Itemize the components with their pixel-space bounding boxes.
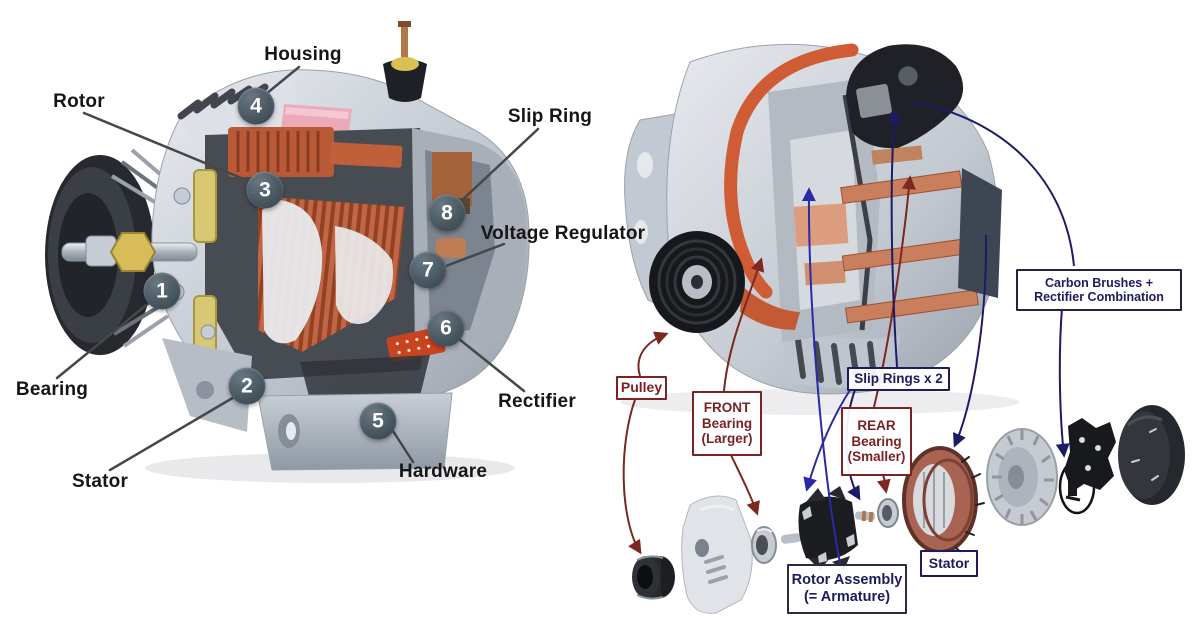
shaft-and-nut (61, 232, 198, 272)
mounting-bracket (162, 338, 453, 471)
maroon-arrows (622, 175, 916, 555)
rear-section (386, 128, 527, 363)
blue-arrows (801, 187, 853, 564)
number-badge-hardware: 5 (359, 402, 397, 440)
number-badge-voltage-regulator: 7 (409, 251, 447, 289)
exploded-front-bearing (751, 526, 777, 564)
terminal-stud (383, 21, 427, 102)
label-voltage-regulator: Voltage Regulator (480, 223, 646, 244)
number-badge-rotor: 3 (246, 171, 284, 209)
exploded-rotor-assembly (781, 486, 876, 570)
cutaway-interior (768, 78, 880, 342)
callout-box-pulley: Pulley (616, 376, 667, 400)
number-badge-slip-ring: 8 (428, 194, 466, 232)
label-stator: Stator (71, 471, 129, 492)
label-bearing: Bearing (15, 379, 89, 400)
stator-copper-bands (840, 170, 979, 324)
number-badge-stator: 2 (228, 367, 266, 405)
cutaway-alternator-illustration (45, 21, 530, 483)
exploded-stator (902, 446, 985, 554)
callout-box-front-bearing: FRONT Bearing (Larger) (692, 391, 762, 456)
label-slip-ring: Slip Ring (507, 106, 593, 127)
callout-box-carbon-brushes-rectifier: Carbon Brushes + Rectifier Combination (1016, 269, 1182, 311)
rear-cover-edge (958, 168, 1002, 298)
callout-box-rear-bearing: REAR Bearing (Smaller) (841, 407, 912, 476)
label-rectifier: Rectifier (498, 391, 576, 412)
exploded-front-housing (681, 495, 753, 614)
exploded-alternator-illustration (620, 43, 1185, 614)
label-housing: Housing (264, 44, 342, 65)
exploded-rear-housing (986, 428, 1058, 526)
callout-box-stator: Stator (920, 550, 978, 577)
label-hardware: Hardware (398, 461, 488, 482)
navy-arrows (845, 101, 1075, 501)
callout-box-slip-rings: Slip Rings x 2 (847, 367, 950, 391)
number-badge-bearing: 1 (143, 272, 181, 310)
exploded-rectifier (1064, 418, 1116, 492)
exploded-end-cover (1118, 405, 1185, 505)
exploded-pulley (632, 555, 675, 600)
number-badge-housing: 4 (237, 87, 275, 125)
regulator-assembly (846, 44, 964, 165)
exploded-rear-bearing (877, 498, 899, 528)
number-badge-rectifier: 6 (427, 309, 465, 347)
gasket-arc (724, 43, 859, 330)
pulley-assembled (649, 231, 745, 333)
callout-box-rotor-assembly: Rotor Assembly (= Armature) (787, 564, 907, 614)
label-rotor: Rotor (53, 91, 105, 112)
rotor-core-windings (258, 196, 405, 352)
leader-lines (55, 65, 540, 472)
stator-winding-top (228, 127, 403, 177)
